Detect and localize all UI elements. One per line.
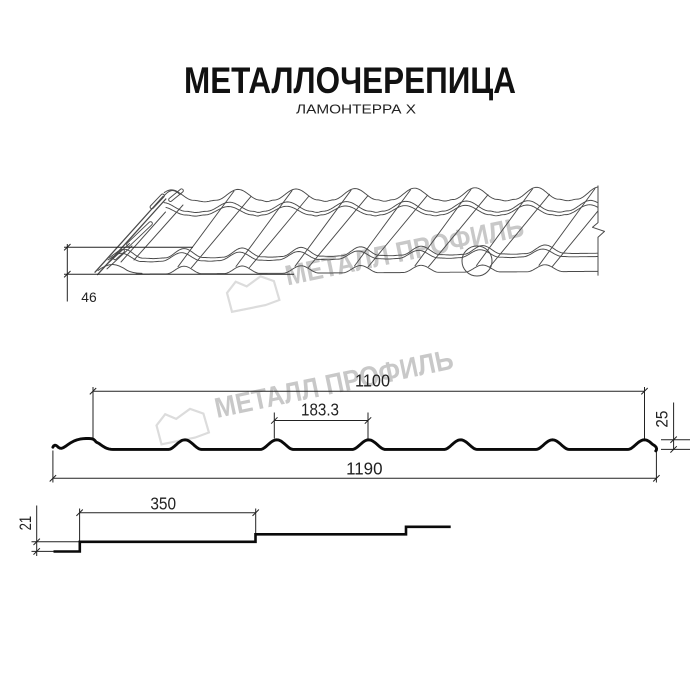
svg-text:350: 350 (150, 494, 176, 514)
svg-text:21: 21 (17, 516, 35, 531)
svg-text:1100: 1100 (355, 371, 390, 391)
svg-text:1190: 1190 (346, 459, 383, 479)
svg-text:183.3: 183.3 (301, 400, 339, 420)
svg-text:МЕТАЛЛОЧЕРЕПИЦА: МЕТАЛЛОЧЕРЕПИЦА (184, 59, 516, 101)
svg-text:25: 25 (652, 411, 671, 428)
svg-text:46: 46 (81, 290, 96, 305)
svg-text:ЛАМОНТЕРРА Х: ЛАМОНТЕРРА Х (296, 102, 416, 117)
